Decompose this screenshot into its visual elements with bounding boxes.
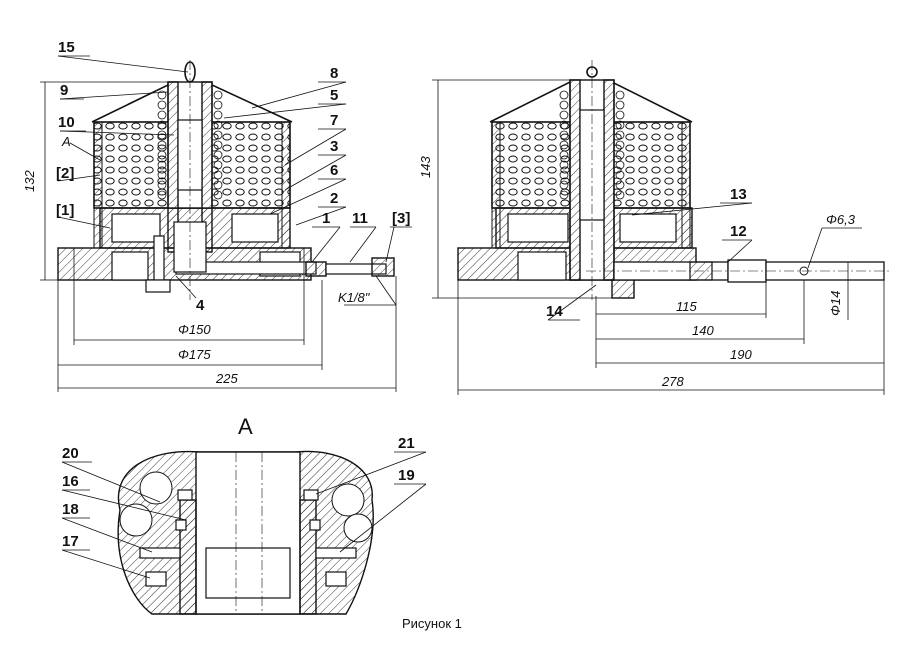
dim-width-225: 225 [215,371,238,386]
detail-view-title: A [238,414,253,439]
callout-10: 10 [58,114,75,131]
callout-17: 17 [62,533,79,550]
dim-height-143: 143 [418,156,433,178]
detail-view-a: A 20 16 18 [61,414,427,615]
dim-height-132: 132 [22,170,37,192]
right-view: 13 12 14 143 Φ6,3 Φ14 115 140 190 278 [418,60,892,395]
left-view: 15 9 10 A [2] [1] 8 5 7 3 6 2 1 11 [3] 4… [22,39,412,392]
callout-16: 16 [62,473,79,490]
dim-thread: K1/8" [338,290,371,305]
dim-width-278: 278 [661,374,684,389]
callout-9: 9 [60,82,68,99]
callout-ref-1: [1] [56,202,74,219]
dim-phi14: Φ14 [828,291,843,316]
callout-20: 20 [62,445,79,462]
callout-13: 13 [730,186,747,203]
dim-190: 190 [730,347,752,362]
dim-115: 115 [676,299,697,314]
callout-21: 21 [398,435,415,452]
callout-18: 18 [62,501,79,518]
figure-caption: Рисунок 1 [402,616,462,631]
callout-6: 6 [330,162,338,179]
callout-ref-3: [3] [392,210,410,227]
callout-11: 11 [352,210,368,227]
callout-1: 1 [322,210,330,227]
callout-14: 14 [546,303,563,320]
callout-3: 3 [330,138,338,155]
callout-ref-2: [2] [56,165,74,182]
callout-A: A [61,134,71,149]
dim-140: 140 [692,323,714,338]
dim-phi150: Φ150 [178,322,211,337]
callout-7: 7 [330,112,338,129]
callout-2: 2 [330,190,338,207]
callout-4: 4 [196,297,205,314]
callout-12: 12 [730,223,747,240]
callout-19: 19 [398,467,415,484]
callout-5: 5 [330,87,338,104]
callout-15: 15 [58,39,75,56]
dim-phi175: Φ175 [178,347,211,362]
callout-8: 8 [330,65,338,82]
dim-phi6-3: Φ6,3 [826,212,856,227]
